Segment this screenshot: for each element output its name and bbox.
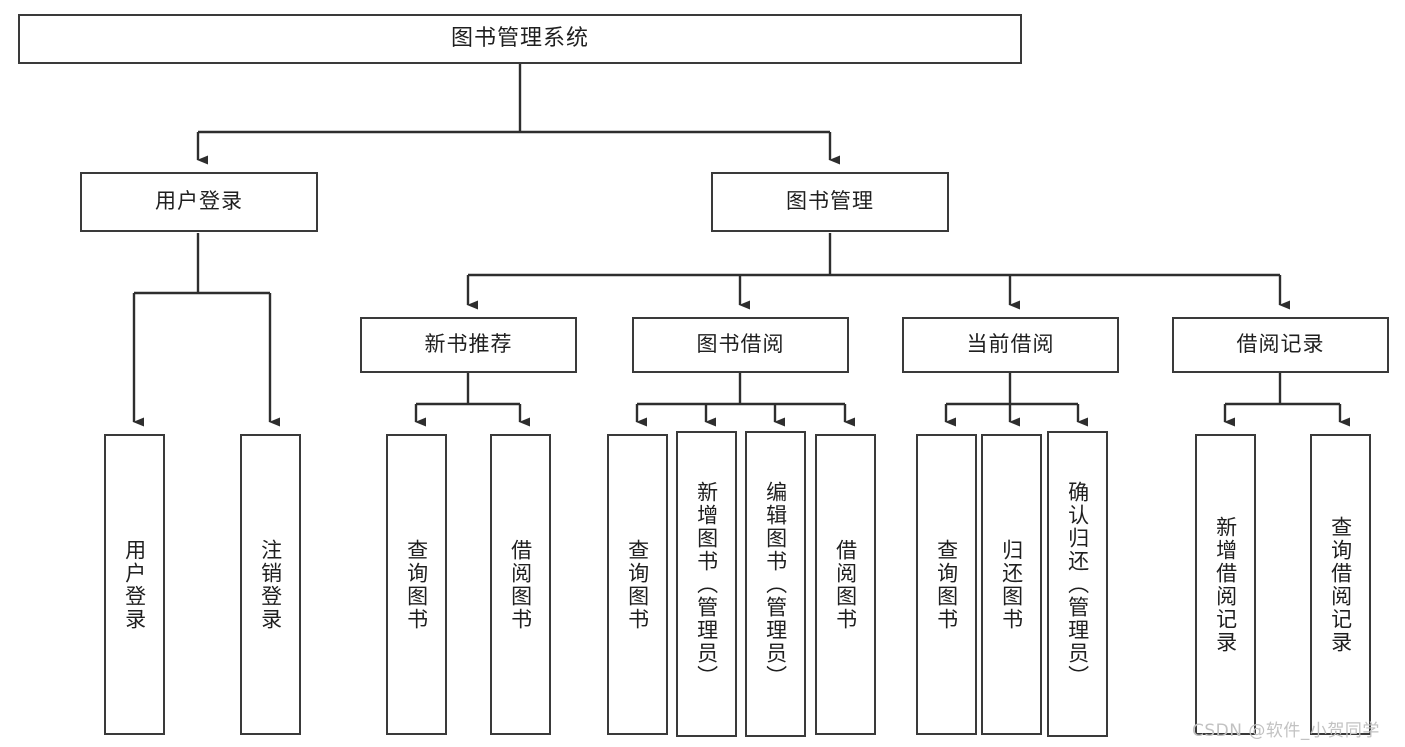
node-leaf-add-borrow-record[interactable]: 新增借阅记录: [1195, 434, 1256, 735]
node-leaf-return-book[interactable]: 归还图书: [981, 434, 1042, 735]
node-book-manage[interactable]: 图书管理: [711, 172, 949, 232]
node-label: 借阅图书: [833, 538, 858, 631]
node-label: 新增借阅记录: [1213, 515, 1238, 654]
node-leaf-query-book-current[interactable]: 查询图书: [916, 434, 977, 735]
node-label: 借阅记录: [1236, 332, 1325, 357]
node-leaf-confirm-return-admin[interactable]: 确认归还（管理员）: [1047, 431, 1108, 737]
node-label: 图书管理系统: [450, 25, 589, 51]
node-label: 查询图书: [404, 538, 429, 631]
node-leaf-query-book-rec[interactable]: 查询图书: [386, 434, 447, 735]
node-label: 注销登录: [258, 538, 283, 631]
node-borrow-record[interactable]: 借阅记录: [1172, 317, 1389, 373]
node-label: 查询借阅记录: [1328, 515, 1353, 654]
node-leaf-borrow-book-rec[interactable]: 借阅图书: [490, 434, 551, 735]
node-leaf-user-logout[interactable]: 注销登录: [240, 434, 301, 735]
node-label: 确认归还（管理员）: [1065, 480, 1090, 688]
node-label: 用户登录: [122, 538, 147, 631]
node-label: 借阅图书: [508, 538, 533, 631]
node-label: 新书推荐: [424, 332, 513, 357]
node-book-borrow[interactable]: 图书借阅: [632, 317, 849, 373]
node-label: 归还图书: [999, 538, 1024, 631]
node-label: 当前借阅: [966, 332, 1055, 357]
node-current-borrow[interactable]: 当前借阅: [902, 317, 1119, 373]
node-label: 编辑图书（管理员）: [763, 480, 788, 688]
node-leaf-edit-book-admin[interactable]: 编辑图书（管理员）: [745, 431, 806, 737]
node-leaf-query-book-borrow[interactable]: 查询图书: [607, 434, 668, 735]
node-leaf-query-borrow-record[interactable]: 查询借阅记录: [1310, 434, 1371, 735]
node-label: 新增图书（管理员）: [694, 480, 719, 688]
node-label: 图书借阅: [696, 332, 785, 357]
node-leaf-add-book-admin[interactable]: 新增图书（管理员）: [676, 431, 737, 737]
node-root-book-management-system[interactable]: 图书管理系统: [18, 14, 1022, 64]
node-label: 用户登录: [155, 189, 243, 214]
node-label: 图书管理: [786, 189, 874, 214]
node-user-login[interactable]: 用户登录: [80, 172, 318, 232]
csdn-watermark: CSDN @软件_小贺同学: [1192, 721, 1380, 741]
node-leaf-user-login[interactable]: 用户登录: [104, 434, 165, 735]
node-new-book-recommendation[interactable]: 新书推荐: [360, 317, 577, 373]
node-label: 查询图书: [625, 538, 650, 631]
node-leaf-borrow-book[interactable]: 借阅图书: [815, 434, 876, 735]
node-label: 查询图书: [934, 538, 959, 631]
